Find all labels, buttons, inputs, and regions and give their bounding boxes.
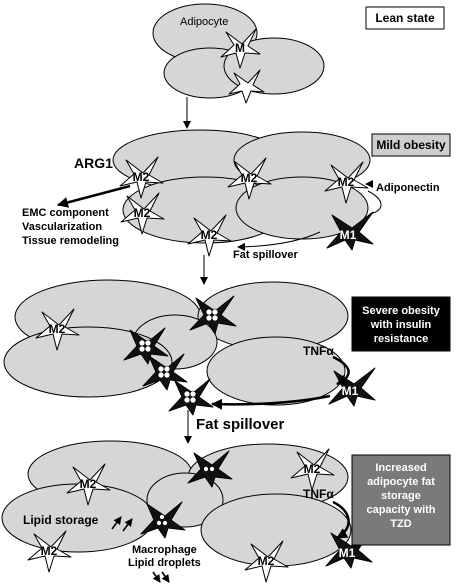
lean-state-label: Lean state [375,11,435,25]
arg1-label: ARG1 [74,155,113,171]
foam-macrophage [142,353,188,391]
lean-state-box [365,6,445,30]
increase-arrows [111,516,133,532]
adipocyte-cell [146,472,224,528]
svg-text:M2: M2 [304,462,321,476]
mild-obesity-label: Mild obesity [376,138,446,152]
macrophage-m2: M2 [120,192,165,235]
foam-macrophage [123,327,169,365]
macrophage-m: M [220,28,261,69]
fat-spillover-arrow-small [237,231,321,251]
tzd-label: Increased [375,462,426,474]
svg-text:M2: M2 [80,477,97,491]
emc-line: Tissue remodeling [22,235,119,247]
tnf-loop-arrow [332,500,350,540]
svg-text:M2: M2 [49,322,66,336]
severe-obesity-label: resistance [374,333,428,345]
severe-obesity-box [351,296,451,352]
tnf-label: TNFα [303,344,334,358]
svg-text:M: M [235,41,245,55]
macrophage-m2: M2 [227,157,272,200]
lipid-macrophage [187,450,233,488]
mild-obesity-box [371,133,451,157]
arg1-output-arrow [57,184,131,208]
tnf-loop-arrow [332,355,350,386]
macrophage-lipid-label: Lipid droplets [128,557,201,569]
svg-text:M2: M2 [338,175,355,189]
emc-line: EMC component [22,207,109,219]
macrophage-m2: M2 [66,463,111,506]
panel-mild: ARG1 Mild obesity M2 M2 M2 M2 M2 M1 EMC … [22,129,451,285]
svg-text:M2: M2 [201,228,218,242]
macrophage-m2: M2 [324,161,369,204]
tzd-label: adipocyte fat [367,476,435,488]
tzd-box [351,454,451,546]
tzd-label: TZD [390,518,411,530]
lipid-storage-label: Lipid storage [23,513,99,527]
emc-line: Vascularization [22,221,102,233]
macrophage-m2: M2 [244,540,289,583]
svg-text:M2: M2 [241,171,258,185]
foam-macrophage [168,378,214,416]
foam-macrophage [189,295,237,335]
svg-text:M1: M1 [339,546,356,560]
fat-spillover-arrow [211,394,331,410]
svg-text:M2: M2 [133,170,150,184]
svg-text:M2: M2 [41,544,58,558]
tnf-label: TNFα [303,487,334,501]
macrophage-m2: M2 [119,156,164,199]
adipocyte-cell [206,336,346,406]
macrophage-lipid-label: Macrophage [132,544,197,556]
decrease-arrows [152,571,170,583]
macrophage-m1: M1 [326,211,374,251]
adiponectin-loop-arrow [367,190,382,215]
svg-text:M1: M1 [342,384,359,398]
adipocyte-cell [3,326,173,398]
tzd-label: storage [381,490,421,502]
fat-spillover-big-label: Fat spillover [196,416,285,433]
macrophage-m2: M2 [290,448,335,491]
panel-lean: Adipocyte M Lean state [152,3,445,129]
macrophage-m2: M2 [35,308,80,351]
severe-obesity-label: Severe obesity [362,305,441,317]
lipid-macrophage [140,501,186,539]
adipocyte-label: Adipocyte [180,16,228,28]
macrophage-resident [228,69,265,104]
severe-obesity-label: with insulin [370,319,432,331]
panel-severe: M2 M1 Severe obesity with insulin resist… [3,279,451,444]
svg-text:M2: M2 [258,554,275,568]
adiponectin-label: Adiponectin [376,182,440,194]
macrophage-m2: M2 [187,214,232,257]
tzd-label: capacity with [366,504,435,516]
svg-text:M2: M2 [134,206,151,220]
panel-tzd: M2 M2 M2 M2 M1 Lipid storage [1,440,451,583]
svg-text:M1: M1 [340,228,357,242]
fat-spillover-small-label: Fat spillover [233,249,299,261]
macrophage-m2: M2 [27,530,72,573]
